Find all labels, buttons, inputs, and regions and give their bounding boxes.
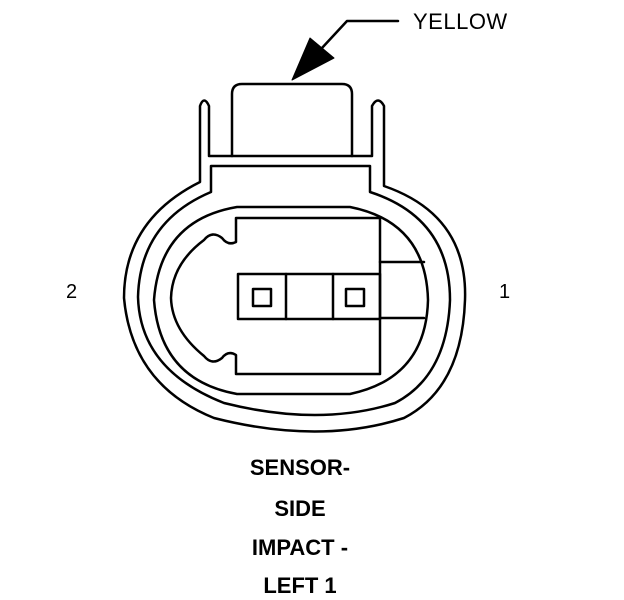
pin-number-1-label: 1 [499, 281, 511, 303]
caption-line: LEFT 1 [263, 573, 337, 598]
key-slot [378, 260, 426, 320]
pin-cavity-strip [236, 272, 382, 321]
terminal-block [169, 216, 382, 376]
connector-outer-housing [122, 99, 467, 433]
pin-number-2-label: 2 [66, 281, 78, 303]
connector-inner-pocket [152, 205, 430, 396]
pin-2-terminal [251, 287, 273, 308]
locking-tab [230, 82, 354, 158]
caption-line: SENSOR- [249, 455, 351, 480]
caption-line: IMPACT - [251, 535, 349, 560]
pin-1-terminal [344, 287, 366, 308]
wire-color-label: YELLOW [413, 9, 508, 34]
caption-line: SIDE [274, 496, 326, 521]
callout-arrowhead [291, 37, 335, 81]
connector-middle-outline [136, 164, 452, 417]
